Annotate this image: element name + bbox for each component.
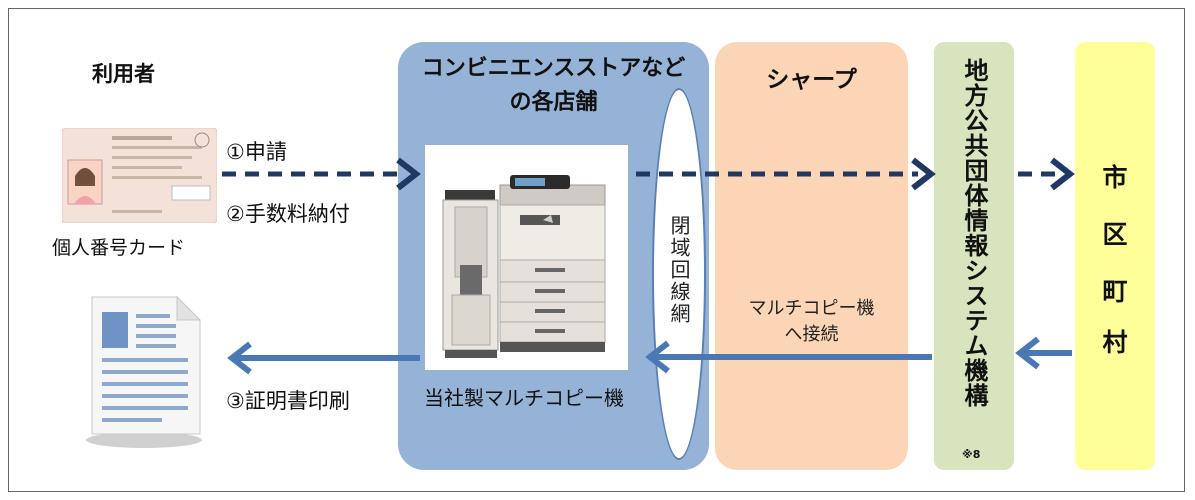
closed-network-ellipse: [652, 88, 706, 460]
card-label: 個人番号カード: [52, 237, 186, 259]
jlis-arrowhead: [911, 157, 936, 191]
connect-line2: へ接続: [784, 324, 839, 345]
apply-label: ①申請: [226, 140, 287, 164]
print-label: ③証明書印刷: [226, 389, 350, 413]
closed-network-label: 閉域回線網: [667, 215, 691, 325]
sharp-title: シャープ: [766, 67, 857, 93]
document-icon: [86, 295, 202, 448]
jlis-column: [934, 42, 1014, 470]
city-column: [1075, 42, 1155, 470]
id-card-icon: [61, 127, 218, 224]
apply-arrowhead: [396, 157, 421, 191]
multifunction-copier-icon: [442, 175, 606, 358]
document-image: [82, 292, 208, 450]
id-card-image: [61, 127, 218, 224]
diagram-frame: [8, 8, 1185, 492]
footnote-mark: ※8: [962, 448, 981, 461]
fee-label: ②手数料納付: [226, 202, 350, 226]
sharp-column: [715, 42, 908, 470]
city-char-3: 町: [1102, 277, 1128, 306]
city-char-4: 村: [1102, 328, 1128, 357]
copier-label: 当社製マルチコピー機: [424, 386, 624, 410]
store-title-line2: の各店舗: [509, 90, 598, 115]
store-title-line1: コンビニエンスストアなど: [421, 56, 686, 81]
connect-line1: マルチコピー機: [748, 298, 875, 319]
copier-image: [425, 145, 628, 370]
jlis-title: 地方公共団体情報システム機構: [960, 58, 988, 408]
city-arrowhead: [1050, 157, 1075, 191]
user-title: 利用者: [92, 62, 155, 86]
store-title: コンビニエンスストアなど の各店舗: [398, 52, 709, 120]
connect-label: マルチコピー機 へ接続: [715, 296, 908, 348]
city-char-2: 区: [1102, 220, 1128, 249]
city-char-1: 市: [1102, 163, 1128, 192]
